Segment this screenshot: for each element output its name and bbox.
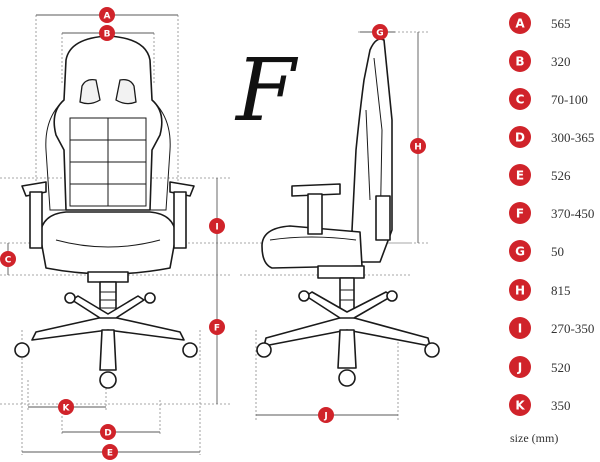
badge-D: D xyxy=(100,424,116,440)
legend-B-value: 320 xyxy=(551,54,571,69)
side-caster-1 xyxy=(256,342,272,358)
front-caster-2 xyxy=(182,342,198,358)
legend-J-value: 520 xyxy=(551,360,571,375)
legend-G-letter: G xyxy=(515,245,525,259)
legend-I-letter: I xyxy=(518,322,522,336)
legend-F-letter: F xyxy=(516,207,524,221)
badge-H-letter: H xyxy=(414,143,422,153)
legend-row-A: A 565 xyxy=(509,12,571,34)
side-caster-4 xyxy=(386,290,398,302)
badge-B-letter: B xyxy=(104,30,111,40)
front-caster-5 xyxy=(99,371,117,389)
legend-E-letter: E xyxy=(516,169,524,183)
front-harness-hole-right xyxy=(115,78,137,105)
legend-H-value: 815 xyxy=(551,283,571,298)
legend-row-D: D 300-365 xyxy=(509,126,594,148)
front-harness-hole-left xyxy=(79,78,101,105)
legend-F-value: 370-450 xyxy=(551,206,594,221)
badge-C: C xyxy=(0,251,16,267)
legend-A-letter: A xyxy=(515,17,525,31)
badge-F: F xyxy=(209,319,225,335)
badge-J: J xyxy=(318,407,334,423)
legend-row-H: H 815 xyxy=(509,279,571,301)
front-caster-4 xyxy=(144,292,156,304)
legend-I-value: 270-350 xyxy=(551,321,594,336)
side-seat xyxy=(261,225,363,269)
badge-H: H xyxy=(410,138,426,154)
badge-J-letter: J xyxy=(323,412,327,422)
badge-E: E xyxy=(102,444,118,460)
dimension-legend: A 565 B 320 C 70-100 D 300-365 E 526 F 3… xyxy=(509,12,594,445)
badge-A: A xyxy=(99,7,115,23)
legend-J-letter: J xyxy=(517,361,522,375)
legend-C-value: 70-100 xyxy=(551,92,588,107)
badge-G-letter: G xyxy=(376,29,383,39)
front-caster-3 xyxy=(64,292,76,304)
badge-B: B xyxy=(99,25,115,41)
legend-D-letter: D xyxy=(515,131,525,145)
legend-row-I: I 270-350 xyxy=(509,317,594,339)
legend-K-value: 350 xyxy=(551,398,571,413)
badge-E-letter: E xyxy=(107,449,113,459)
badge-G: G xyxy=(372,24,388,40)
side-caster-2 xyxy=(424,342,440,358)
legend-G-value: 50 xyxy=(551,244,564,259)
badge-I: I xyxy=(209,218,225,234)
badge-K: K xyxy=(58,399,74,415)
badge-I-letter: I xyxy=(215,223,218,233)
badge-D-letter: D xyxy=(104,429,111,439)
badge-C-letter: C xyxy=(5,256,12,266)
side-caster-3 xyxy=(298,290,310,302)
side-view-chair xyxy=(256,38,440,387)
model-letter: F xyxy=(234,41,299,141)
unit-note: size (mm) xyxy=(510,431,558,445)
legend-row-B: B 320 xyxy=(509,50,571,72)
legend-row-K: K 350 xyxy=(509,394,571,416)
legend-D-value: 300-365 xyxy=(551,130,594,145)
legend-H-letter: H xyxy=(515,284,525,298)
badge-F-letter: F xyxy=(214,324,220,334)
badge-A-letter: A xyxy=(104,12,111,22)
legend-K-letter: K xyxy=(515,399,525,413)
front-view-chair xyxy=(14,35,198,389)
side-caster-5 xyxy=(338,369,356,387)
legend-row-G: G 50 xyxy=(509,240,564,262)
legend-row-F: F 370-450 xyxy=(509,202,594,224)
legend-B-letter: B xyxy=(515,55,524,69)
front-seat xyxy=(39,211,177,275)
legend-row-C: C 70-100 xyxy=(509,88,588,110)
legend-A-value: 565 xyxy=(551,16,571,31)
legend-C-letter: C xyxy=(516,93,525,107)
legend-row-J: J 520 xyxy=(509,356,571,378)
side-armrest xyxy=(291,183,341,197)
badge-K-letter: K xyxy=(63,404,71,414)
legend-row-E: E 526 xyxy=(509,164,571,186)
legend-E-value: 526 xyxy=(551,168,571,183)
front-caster-1 xyxy=(14,342,30,358)
